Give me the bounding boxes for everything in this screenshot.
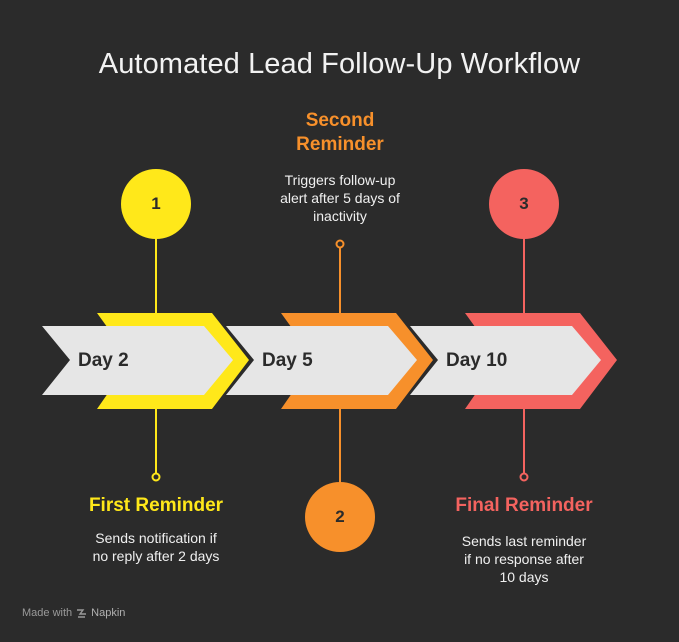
step-2-connector-dot — [335, 239, 345, 249]
step-3-badge-number: 3 — [519, 194, 529, 213]
napkin-brand-label: Napkin — [91, 607, 126, 619]
step-3-description-line: 10 days — [499, 569, 549, 585]
step-2-title-line: Second — [305, 110, 375, 131]
step-2-description-line: inactivity — [313, 208, 367, 224]
step-2-title: Second Reminder — [240, 109, 440, 157]
step-1-arrow — [42, 326, 233, 395]
step-2-badge-number: 2 — [335, 507, 345, 526]
step-3-day-label: Day 10 — [446, 350, 508, 371]
step-2-title-line: Reminder — [296, 134, 384, 155]
step-2-day-label: Day 5 — [262, 350, 313, 371]
step-3-description-line: Sends last reminder — [461, 533, 587, 549]
step-2-description-line: alert after 5 days of — [280, 190, 400, 206]
step-1-description-line: Sends notification if — [95, 530, 217, 546]
step-3-arrow — [410, 326, 601, 395]
step-2-description: Triggers follow-up alert after 5 days of… — [240, 171, 440, 225]
step-1-description: Sends notification if no reply after 2 d… — [56, 529, 256, 565]
step-3-connector-dot — [519, 472, 529, 482]
step-1-description-line: no reply after 2 days — [92, 548, 220, 564]
page-title: Automated Lead Follow-Up Workflow — [98, 48, 581, 80]
step-3-badge-circle — [489, 169, 559, 239]
step-1-badge-number: 1 — [151, 194, 161, 213]
step-3-description: Sends last reminder if no response after… — [424, 532, 624, 586]
step-3-title: Final Reminder — [455, 495, 593, 516]
step-1-badge-circle — [121, 169, 191, 239]
step-1-connector-dot — [151, 472, 161, 482]
step-1-day-label: Day 2 — [78, 350, 129, 371]
step-2-arrow — [226, 326, 417, 395]
step-1-title: First Reminder — [88, 495, 224, 516]
napkin-logo-icon — [76, 608, 87, 619]
made-with-label: Made with — [22, 607, 73, 619]
step-3-description-line: if no response after — [464, 551, 584, 567]
made-with-footer: Made with Napkin — [22, 607, 125, 619]
step-2-badge-circle — [305, 482, 375, 552]
step-2-description-line: Triggers follow-up — [284, 172, 396, 188]
